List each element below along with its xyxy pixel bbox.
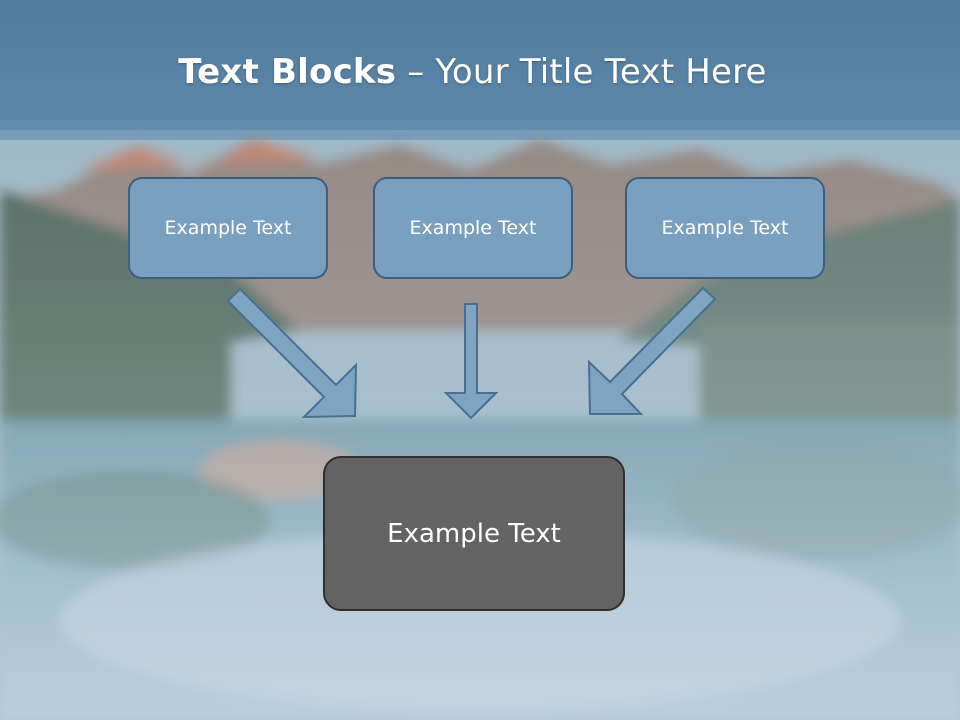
text-block-right[interactable]: Example Text <box>625 177 825 279</box>
arrow-left-diagonal <box>226 287 358 419</box>
title-rest-part: Your Title Text Here <box>435 52 767 92</box>
slide-title: Text Blocks – Your Title Text Here <box>0 52 945 92</box>
text-block-left-label: Example Text <box>164 217 292 239</box>
text-block-left[interactable]: Example Text <box>128 177 328 279</box>
text-block-bottom-label: Example Text <box>387 518 561 549</box>
text-block-bottom[interactable]: Example Text <box>323 456 625 611</box>
title-bold-part: Text Blocks <box>178 52 397 92</box>
arrow-right-diagonal <box>587 286 717 415</box>
text-block-center-label: Example Text <box>409 217 537 239</box>
arrow-center-down <box>443 303 499 420</box>
title-dash: – <box>396 52 436 92</box>
text-block-center[interactable]: Example Text <box>373 177 573 279</box>
text-block-right-label: Example Text <box>661 217 789 239</box>
